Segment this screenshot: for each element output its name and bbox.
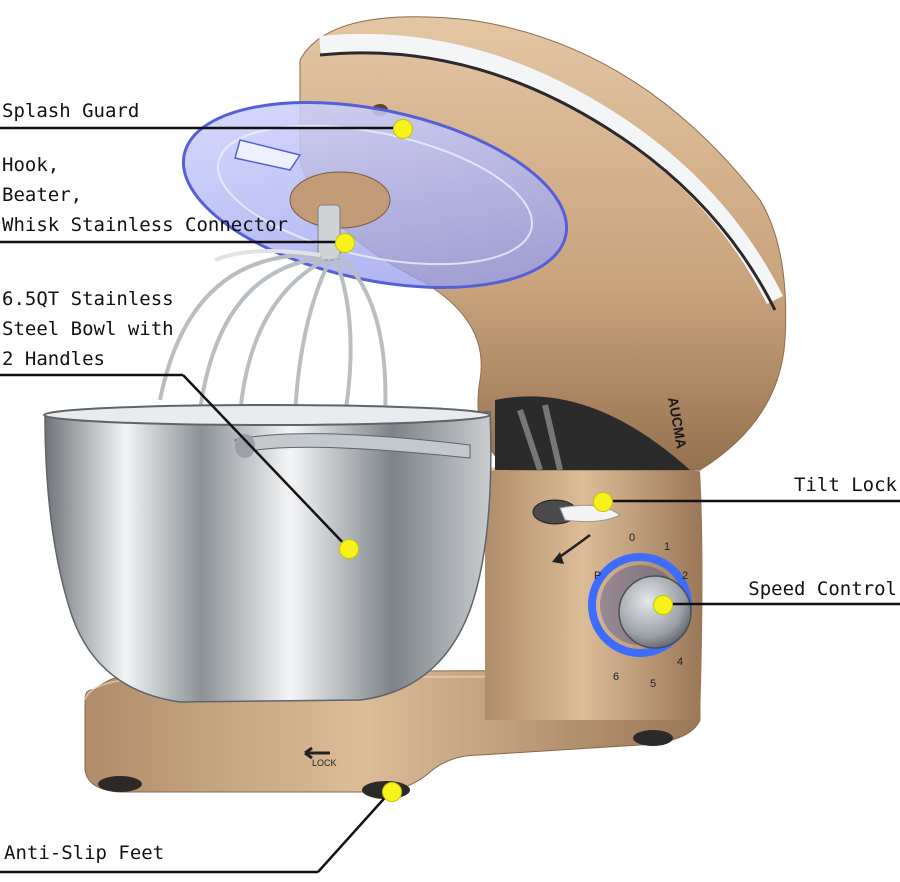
callout-connector-line3: Whisk Stainless Connector xyxy=(2,214,288,236)
tilt-lock-lever[interactable] xyxy=(532,499,621,564)
callout-speed-control: Speed Control xyxy=(748,578,897,600)
callout-lines xyxy=(0,126,900,874)
callout-connector-line1: Hook, xyxy=(2,154,60,176)
lock-arrow-label: LOCK xyxy=(312,758,337,768)
attachment-connector xyxy=(317,204,341,261)
stainless-bowl xyxy=(43,404,492,703)
callout-bowl-line2: Steel Bowl with xyxy=(2,318,174,340)
callout-anti-slip-feet: Anti-Slip Feet xyxy=(4,842,165,864)
dial-number-1: 1 xyxy=(664,541,670,553)
callout-bowl-line3: 2 Handles xyxy=(2,348,105,370)
marker-bowl xyxy=(339,539,359,559)
callout-connector-line2: Beater, xyxy=(2,184,83,206)
marker-speed-control xyxy=(653,595,673,615)
marker-splash-guard xyxy=(393,119,413,139)
marker-tilt-lock xyxy=(593,492,613,512)
callout-splash-guard: Splash Guard xyxy=(2,100,140,122)
speed-control-dial[interactable]: 0 1 2 P 4 5 6 xyxy=(588,532,692,690)
dial-number-6: 6 xyxy=(613,671,619,683)
dial-number-4: 4 xyxy=(677,656,683,668)
callout-bowl-line1: 6.5QT Stainless xyxy=(2,288,174,310)
marker-connector xyxy=(335,233,355,253)
dial-number-0: 0 xyxy=(629,532,635,544)
dial-label-p: P xyxy=(594,570,601,582)
callout-tilt-lock: Tilt Lock xyxy=(794,474,897,496)
marker-anti-slip-feet xyxy=(382,782,402,802)
dial-number-5: 5 xyxy=(650,678,656,690)
wire-whisk xyxy=(158,249,388,416)
dial-number-2: 2 xyxy=(682,570,688,582)
